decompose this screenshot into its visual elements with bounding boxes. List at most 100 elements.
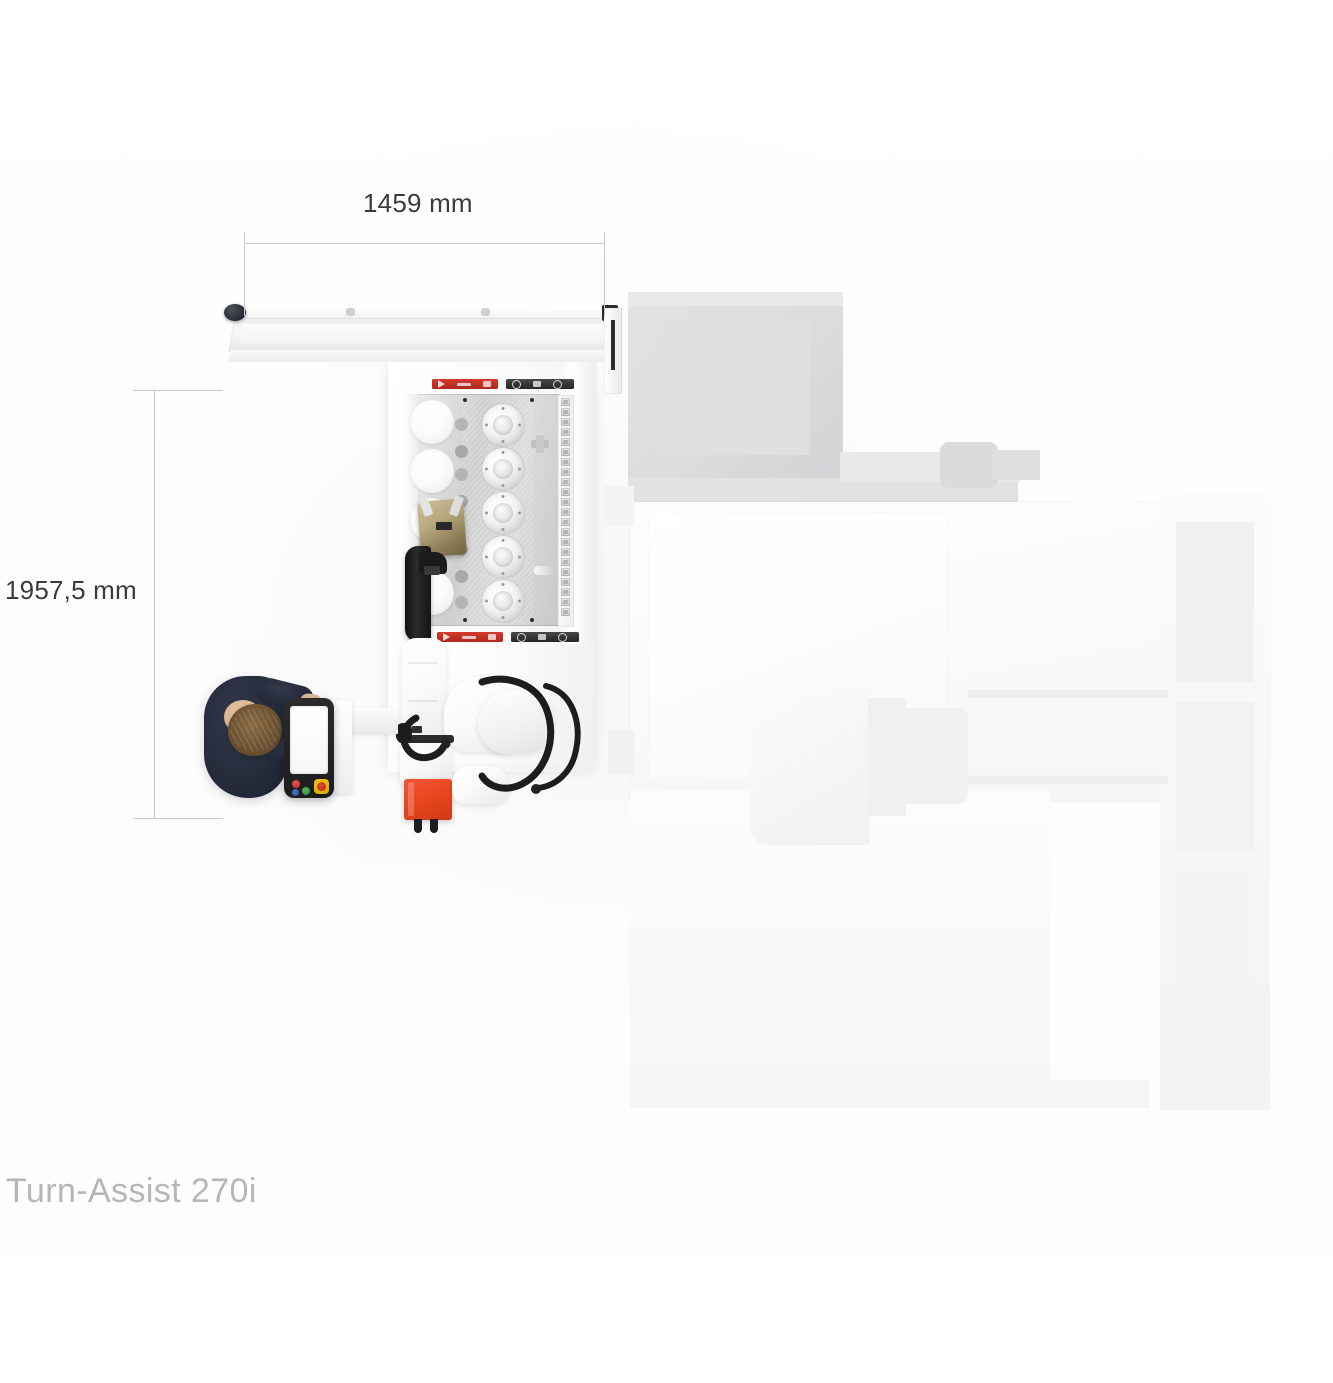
rail-fastener [530,618,534,622]
module-slot[interactable] [561,418,570,426]
cnc-lathe-ghosted [600,290,1320,1120]
stop-icon [488,634,496,640]
robot-arm-seam [408,700,438,702]
module-slot[interactable] [561,508,570,516]
rail-fastener [530,398,534,402]
chuck-fixture [482,492,524,534]
ghost-foot-left [608,730,634,774]
status-strip-dark-bottom[interactable] [511,632,579,642]
module-slot[interactable] [561,398,570,406]
ghost-chuck-housing [900,708,968,804]
module-slot[interactable] [561,408,570,416]
play-icon [443,633,450,641]
robot-indicator-window [412,726,422,733]
workpiece-cylinder [410,449,454,493]
power-icon [553,379,562,389]
green-button[interactable] [302,787,310,795]
cable-clamp [424,566,440,575]
home-icon [512,379,521,389]
ghost-bed-plate [968,702,1168,772]
module-slot[interactable] [561,568,570,576]
module-slot[interactable] [561,558,570,566]
rail-lobe [455,445,468,458]
rail-cross-fitting-v [536,435,544,453]
grid-icon [533,381,541,387]
hood-stud-right [481,308,490,316]
pause-icon [457,382,471,386]
module-slot[interactable] [561,458,570,466]
red-button[interactable] [292,780,300,788]
module-slot[interactable] [561,608,570,616]
chuck-fixture [482,404,524,446]
module-slot[interactable] [561,588,570,596]
chuck-fixture [482,448,524,490]
play-icon [438,380,445,388]
status-strip-red-bottom[interactable] [437,632,503,642]
status-strip-dark-top[interactable] [506,379,574,389]
rail-lobe [455,468,468,481]
robot-motor-module[interactable] [404,779,452,820]
ghost-turret [750,690,870,845]
module-slot[interactable] [561,488,570,496]
stop-icon [483,381,491,387]
robot-motor-highlight [408,782,414,816]
module-slot[interactable] [561,598,570,606]
status-strip-red-top[interactable] [432,379,498,389]
width-dimension-tick-right [604,232,605,316]
width-dimension-label: 1459 mm [363,188,473,218]
home-icon [517,632,526,642]
ghost-spindle-shaft [992,450,1040,480]
rail-fastener [463,398,467,402]
robot-base-collar [398,735,454,743]
ghost-base-skirt [630,1080,1150,1108]
module-slot[interactable] [561,538,570,546]
rail-fastener [463,618,467,622]
module-slot[interactable] [561,478,570,486]
module-strip [561,398,571,624]
ghost-notch-top [604,486,634,526]
module-slot[interactable] [561,578,570,586]
module-slot[interactable] [561,548,570,556]
module-slot[interactable] [561,468,570,476]
operator-head [228,704,282,756]
module-slot[interactable] [561,518,570,526]
module-slot[interactable] [561,528,570,536]
hood-stud-left [346,308,355,316]
ghost-headstock-top [628,292,843,306]
workpiece-cylinder [410,400,454,444]
module-slot[interactable] [561,498,570,506]
depth-dimension-tick-top [133,390,223,391]
chuck-fixture [482,580,524,622]
width-dimension-tick-left [244,232,245,316]
ghost-right-panel-c [1176,872,1254,1072]
rail-plug [534,566,554,575]
ghost-spindle-motor [940,442,998,488]
emergency-stop-button[interactable] [314,779,329,794]
hood-handle-knob[interactable] [224,304,246,321]
hmi-touchscreen[interactable] [290,706,328,774]
robot-connector-stub [414,819,422,833]
blue-button[interactable] [292,789,299,796]
rail-lobe [455,418,468,431]
module-slot[interactable] [561,428,570,436]
depth-dimension-tick-bottom [133,818,223,819]
module-slot[interactable] [561,438,570,446]
product-title: Turn-Assist 270i [6,1172,257,1210]
depth-dimension-line [154,390,155,818]
chuck-fixture [482,536,524,578]
access-hood[interactable] [224,304,619,368]
power-icon [558,632,567,642]
gripper-sensor-block [436,522,452,530]
module-slot[interactable] [561,448,570,456]
depth-dimension-label: 1957,5 mm [5,575,137,605]
operator-hair-strands [230,708,280,752]
ghost-bed-rail-b [968,776,1168,784]
robot-grip-pad [396,723,412,743]
ghost-tailstock [868,698,906,816]
ghost-right-panel-b [1176,702,1254,852]
hood-inner-panel [238,324,606,344]
ghost-right-panel-a [1176,522,1254,682]
width-dimension-line [244,243,604,244]
hood-lower-rail [228,350,619,362]
